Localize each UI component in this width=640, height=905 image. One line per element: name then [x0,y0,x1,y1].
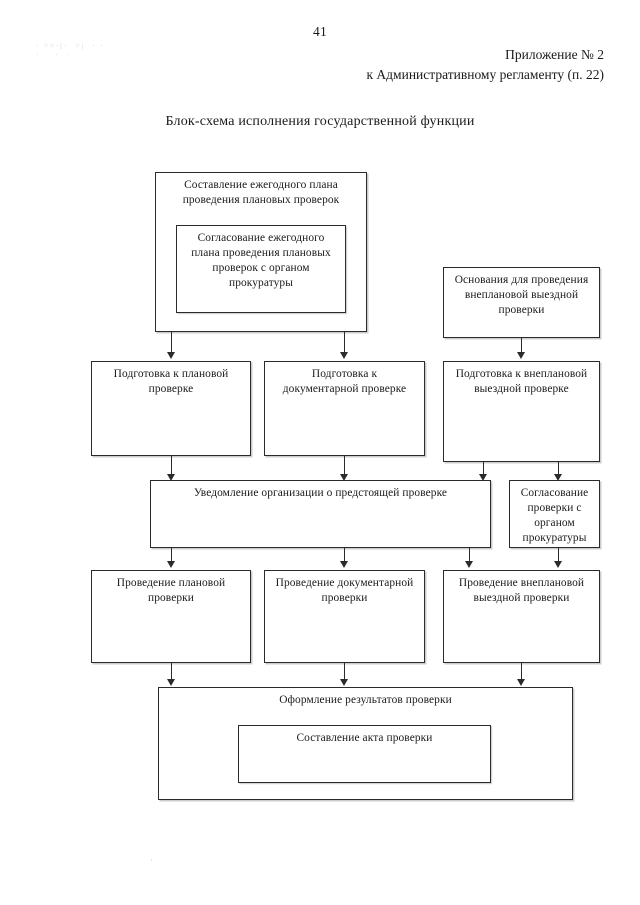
node-prep-documentary: Подготовка к документарной проверке [264,361,425,456]
appendix-title: Приложение № 2 [505,47,604,62]
arrow-conductdocumentary-to-results [340,679,348,686]
node-act: Составление акта проверки [238,725,491,783]
node-annual-plan-approval-label: Согласование ежегодного плана проведения… [191,232,331,290]
arrow-prosecutor-to-conductunscheduled [554,561,562,568]
node-prep-documentary-label: Подготовка к документарной проверке [282,368,407,396]
connector-notification-to-conductunscheduled [469,548,470,563]
connector-prepunscheduled-to-prosecutor [558,462,559,476]
node-conduct-scheduled: Проведение плановой проверки [91,570,251,663]
connector-annualplan-to-prepscheduled [171,332,172,354]
connector-prepunscheduled-to-notification [483,462,484,476]
node-conduct-scheduled-label: Проведение плановой проверки [116,577,226,605]
node-conduct-unscheduled-label: Проведение внеплановой выездной проверки [458,577,585,605]
node-prosecutor-approval-label: Согласование проверки с органом прокурат… [520,487,589,545]
arrow-prepdocumentary-to-notification [340,474,348,481]
node-prep-scheduled: Подготовка к плановой проверке [91,361,251,456]
node-notification-label: Уведомление организации о предстоящей пр… [193,487,448,499]
node-unscheduled-grounds-label: Основания для проведения внеплановой вые… [454,274,589,317]
node-annual-plan-label: Составление ежегодного плана проведения … [182,179,340,207]
node-annual-plan-approval: Согласование ежегодного плана проведения… [176,225,346,313]
arrow-conductunscheduled-to-results [517,679,525,686]
connector-conductdocumentary-to-results [344,663,345,680]
arrow-conductscheduled-to-results [167,679,175,686]
connector-conductunscheduled-to-results [521,663,522,680]
node-prep-scheduled-label: Подготовка к плановой проверке [113,368,229,396]
node-prosecutor-approval: Согласование проверки с органом прокурат… [509,480,600,548]
arrow-prepunscheduled-to-prosecutor [554,474,562,481]
connector-prosecutor-to-conductunscheduled [558,548,559,563]
node-conduct-documentary-label: Проведение документарной проверки [275,577,414,605]
connector-prepscheduled-to-notification [171,456,172,476]
connector-grounds-to-prepunscheduled [521,338,522,354]
node-notification: Уведомление организации о предстоящей пр… [150,480,491,548]
page-number: 41 [312,24,328,39]
arrow-notification-to-conductunscheduled [465,561,473,568]
flowchart-title: Блок-схема исполнения государственной фу… [165,114,475,129]
arrow-prepscheduled-to-notification [167,474,175,481]
node-conduct-unscheduled: Проведение внеплановой выездной проверки [443,570,600,663]
arrow-notification-to-conductscheduled [167,561,175,568]
arrow-annualplan-to-prepdocumentary [340,352,348,359]
arrow-notification-to-conductdocumentary [340,561,348,568]
connector-annualplan-to-prepdocumentary [344,332,345,354]
arrow-prepunscheduled-to-notification [479,474,487,481]
arrow-grounds-to-prepunscheduled [517,352,525,359]
node-unscheduled-grounds: Основания для проведения внеплановой вые… [443,267,600,338]
scan-artifact: · =>·|· =| · ·· · · [36,42,105,59]
node-results-label: Оформление результатов проверки [279,694,452,706]
node-prep-unscheduled: Подготовка к внеплановой выездной провер… [443,361,600,462]
node-act-label: Составление акта проверки [296,732,433,744]
appendix-reference: Приложение № 2 к Административному регла… [367,45,605,84]
connector-notification-to-conductdocumentary [344,548,345,563]
node-conduct-documentary: Проведение документарной проверки [264,570,425,663]
arrow-annualplan-to-prepscheduled [167,352,175,359]
scan-artifact-bottom: · [150,855,153,865]
connector-notification-to-conductscheduled [171,548,172,563]
appendix-regulation-reference: к Административному регламенту (п. 22) [366,66,605,82]
node-prep-unscheduled-label: Подготовка к внеплановой выездной провер… [455,368,588,396]
connector-prepdocumentary-to-notification [344,456,345,476]
connector-conductscheduled-to-results [171,663,172,680]
